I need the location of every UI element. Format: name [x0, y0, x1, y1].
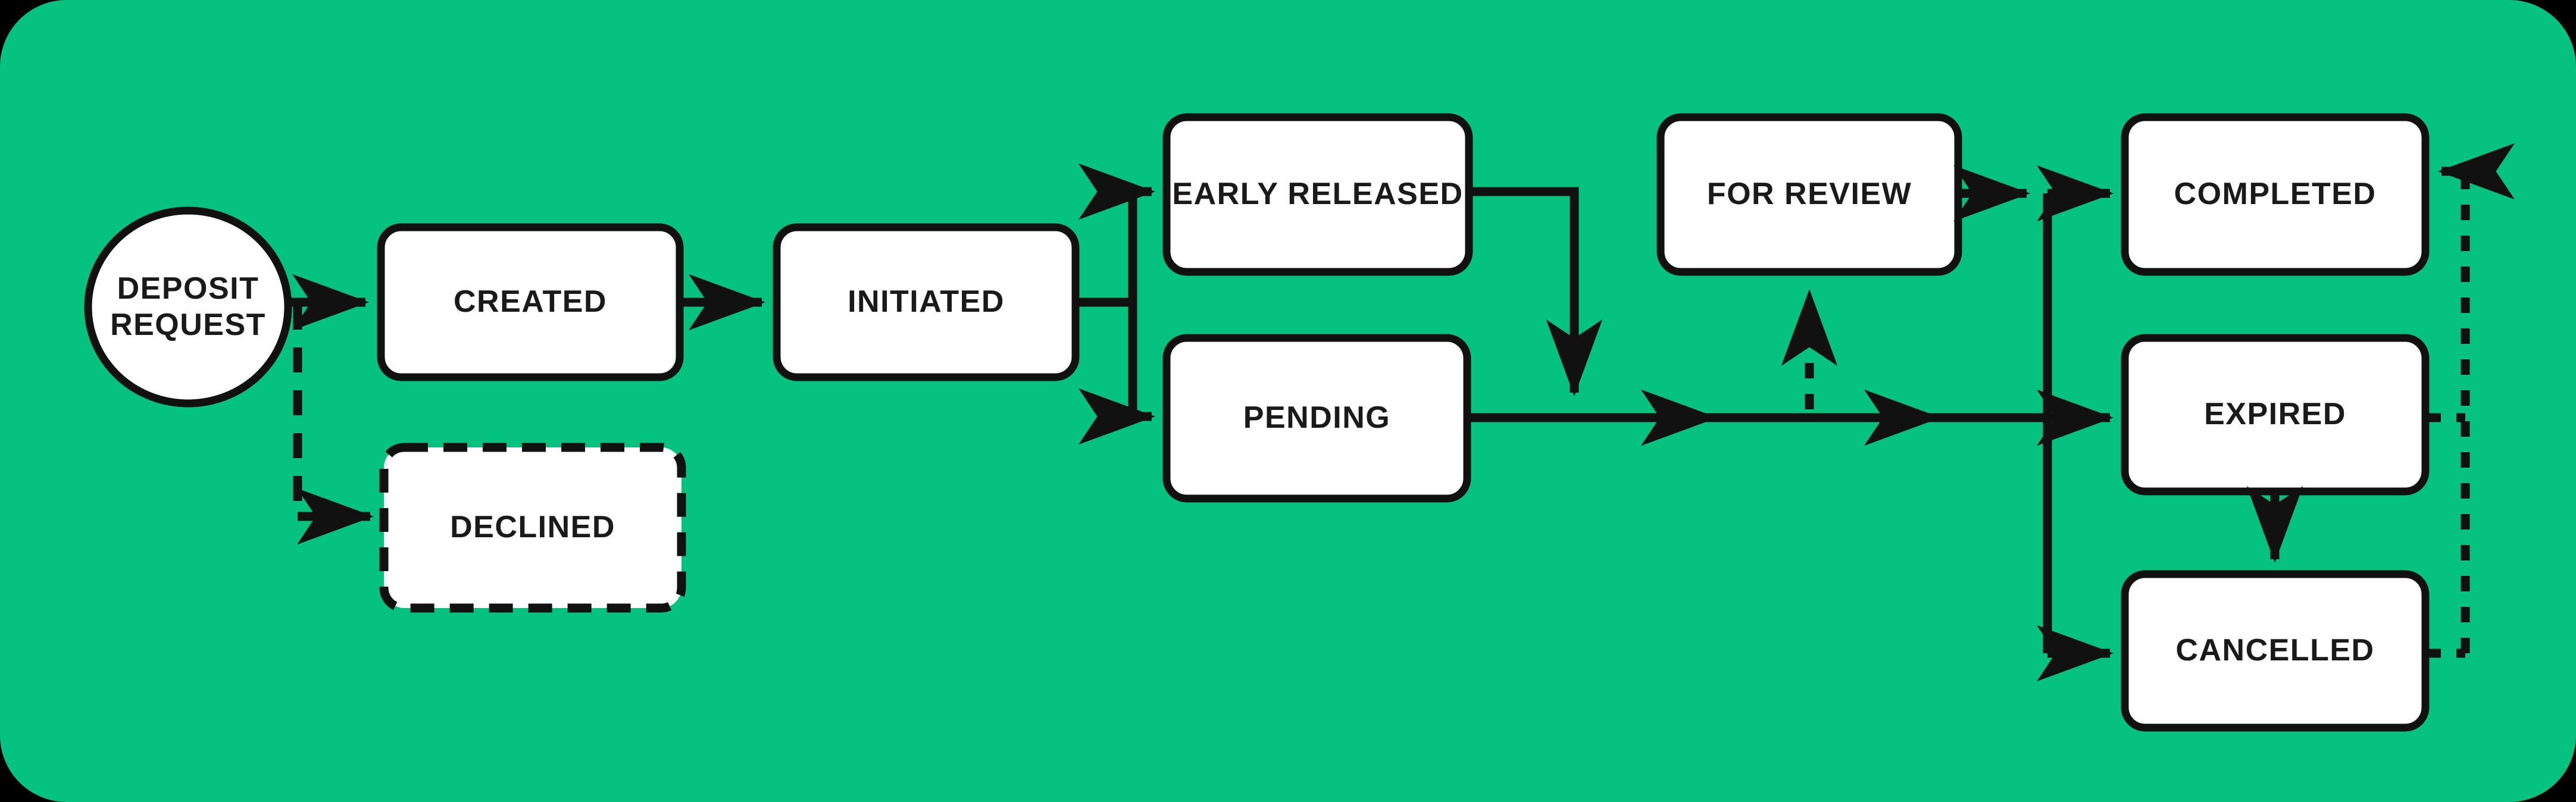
node-shape-deposit-request[interactable] — [84, 206, 292, 408]
edge-early-released-to-pending-lane — [1469, 187, 1603, 397]
node-shape-pending[interactable] — [1162, 334, 1471, 503]
node-shape-created[interactable] — [377, 223, 684, 381]
node-shape-completed[interactable] — [2121, 113, 2430, 276]
node-shape-for-review[interactable] — [1656, 113, 1962, 276]
node-shape-initiated[interactable] — [773, 223, 1080, 381]
node-shape-declined[interactable] — [379, 443, 686, 613]
node-shape-early-released[interactable] — [1162, 113, 1473, 276]
node-shape-expired[interactable] — [2121, 334, 2430, 496]
node-shape-cancelled[interactable] — [2121, 570, 2430, 732]
